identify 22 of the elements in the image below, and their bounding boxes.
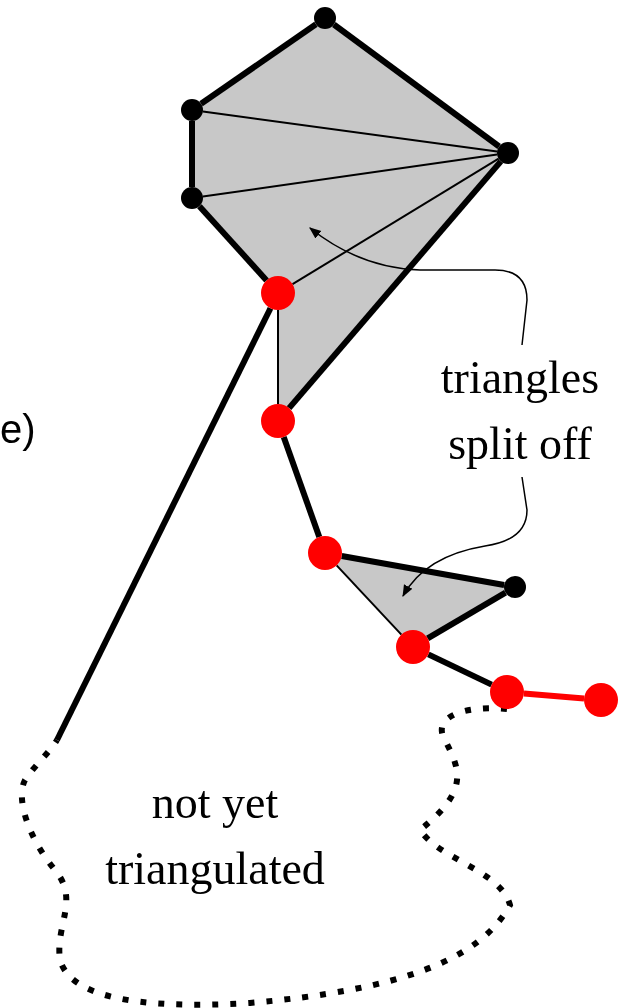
polygon-edge (197, 204, 269, 283)
region-label: not yet triangulated (104, 776, 326, 896)
polygon-edge (199, 21, 318, 107)
polygon-edge (201, 110, 499, 153)
panel-label: e) (0, 406, 36, 453)
curved-arrow (309, 227, 528, 346)
polygon-edge (427, 651, 493, 688)
curved-arrow (402, 476, 528, 598)
polygon-edge (280, 436, 323, 538)
polygon-edge (201, 153, 499, 198)
polygon-edge (277, 309, 279, 405)
polygon-edge (286, 159, 504, 411)
annotation-text: triangles split off (439, 351, 601, 471)
polygon-edge (523, 690, 585, 702)
polygon-edge (335, 564, 403, 636)
polygon-edge (332, 22, 501, 149)
polygon-edge (189, 121, 195, 187)
polygon-edge (426, 590, 508, 641)
polygon-edge (54, 306, 274, 742)
polygon-edge (341, 553, 505, 588)
dotted-boundary (19, 705, 513, 1008)
polygon-edge (291, 157, 500, 286)
